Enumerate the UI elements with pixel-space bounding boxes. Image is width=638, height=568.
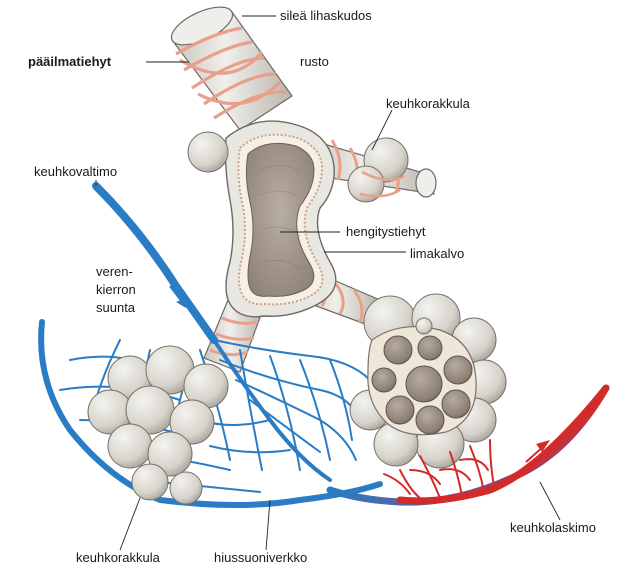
bronchiole-cross-section: [226, 121, 336, 317]
label-flow-direction-2: kierron: [96, 282, 136, 297]
label-alveolus-top: keuhkorakkula: [386, 96, 471, 111]
label-flow-direction-3: suunta: [96, 300, 136, 315]
label-mucosa: limakalvo: [410, 246, 464, 261]
label-flow-direction-1: veren-: [96, 264, 133, 279]
label-pulmonary-vein: keuhkolaskimo: [510, 520, 596, 535]
alveolus-cluster-left: [88, 346, 228, 504]
label-pulmonary-artery: keuhkovaltimo: [34, 164, 117, 179]
label-capillary-network: hiussuoniverkko: [214, 550, 307, 565]
alveolus-cluster-right: [350, 294, 506, 468]
label-smooth-muscle: sileä lihaskudos: [280, 8, 372, 23]
upper-alveolus-right: [348, 138, 408, 202]
label-cartilage: rusto: [300, 54, 329, 69]
label-bronchiole: hengitystiehyt: [346, 224, 426, 239]
label-main-bronchus: pääilmatiehyt: [28, 54, 112, 69]
main-bronchus: [166, 0, 292, 130]
upper-alveolus-left: [188, 132, 228, 172]
label-alveolus-bottom: keuhkorakkula: [76, 550, 161, 565]
